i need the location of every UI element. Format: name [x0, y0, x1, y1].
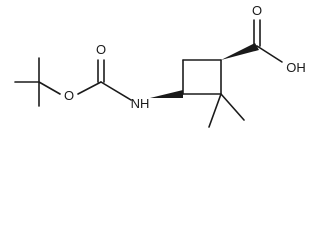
bond-carbonyl-to-nitrogen: [100, 81, 132, 101]
atom-label-amine-nh: NH: [131, 96, 150, 111]
bond-methyl-right: [220, 93, 245, 121]
bond-methyl-down: [208, 93, 222, 128]
bond-ester-oxygen-to-carbonyl: [77, 81, 102, 95]
bond-tbu-to-ester-oxygen: [38, 81, 61, 95]
bond-acid-to-hydroxyl: [256, 45, 283, 63]
carboxylic-acid-group: [253, 19, 283, 63]
wedge-bond-ring-acid: [221, 43, 259, 60]
chemical-structure: O O NH O OH: [14, 3, 306, 128]
atom-label-acid-hydroxyl: OH: [286, 60, 306, 75]
tert-butyl-group: [14, 57, 61, 107]
atom-label-acid-oxygen: O: [252, 3, 262, 18]
boc-carbamate-group: [77, 59, 132, 101]
atom-label-carbamate-oxygen: O: [96, 42, 106, 57]
wedge-bond-nitrogen-ring: [150, 90, 183, 98]
atom-label-ester-oxygen: O: [64, 88, 74, 103]
gem-dimethyl-group: [208, 93, 245, 128]
atom-labels: O O NH O OH: [64, 3, 306, 111]
cyclobutane-ring: [182, 59, 222, 95]
